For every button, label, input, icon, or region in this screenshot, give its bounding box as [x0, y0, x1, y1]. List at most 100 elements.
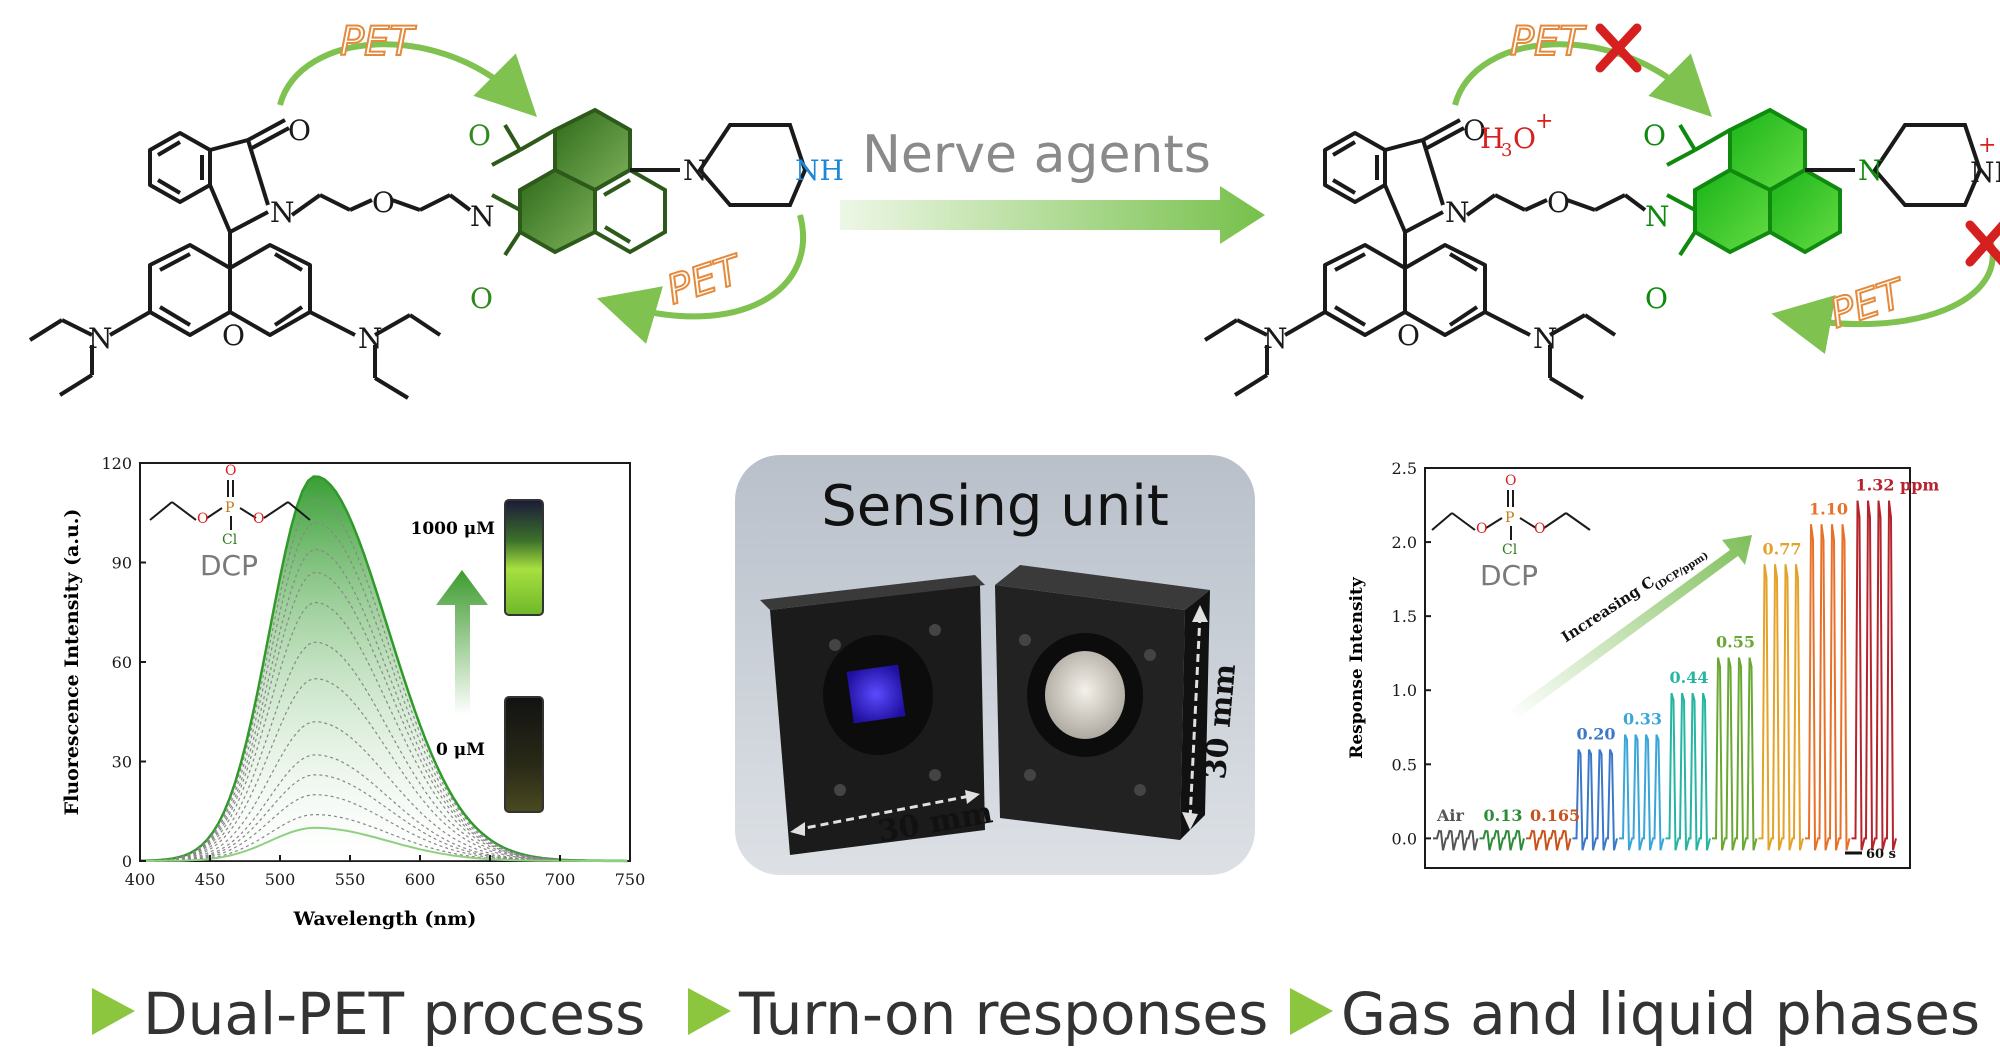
- highlight-label: Gas and liquid phases: [1341, 980, 1980, 1048]
- concentration-label: 0.44: [1670, 668, 1709, 687]
- emission-curve: [140, 678, 628, 862]
- atom-N: N: [1263, 322, 1288, 355]
- pet-label: PET: [1510, 19, 1587, 65]
- scale-bar-label: 60 s: [1866, 847, 1896, 862]
- dcp-O: O: [1505, 473, 1516, 489]
- response-chart: 0.00.51.01.52.02.5 Response Intensity O …: [1347, 459, 1939, 869]
- right-atom-labels: O H 3 O + N O N O O N NH 2 + N N O: [1263, 109, 2000, 355]
- y-tick-label: 120: [101, 454, 132, 473]
- response-trace: [1712, 657, 1758, 851]
- atom-N: N: [270, 196, 295, 229]
- hydronium-O: O: [1513, 122, 1536, 155]
- y-tick-label: 0.5: [1392, 755, 1417, 774]
- atom-NH: NH: [795, 154, 844, 187]
- atom-N: N: [1533, 322, 1558, 355]
- x-tick-label: 600: [405, 870, 436, 889]
- atom-NH2-plus: +: [1978, 133, 1996, 158]
- x-axis-label: Wavelength (nm): [293, 908, 477, 930]
- response-trace: [1805, 524, 1851, 851]
- pet-label: PET: [340, 19, 417, 65]
- atom-O: O: [1397, 319, 1420, 352]
- emission-curve: [139, 499, 628, 862]
- hydronium-sub: 3: [1501, 140, 1512, 161]
- concentration-label: 0.20: [1577, 724, 1616, 743]
- atom-O: O: [1643, 119, 1666, 152]
- pet-label: PET: [1825, 270, 1913, 338]
- y-axis-label: Response Intensity: [1347, 576, 1367, 759]
- atom-NH2: NH: [1970, 156, 2000, 189]
- atom-O: O: [1645, 282, 1668, 315]
- vial-bottom-label: 0 μM: [436, 740, 485, 760]
- emission-curves: [139, 475, 630, 863]
- dcp-Cl: Cl: [1502, 542, 1518, 558]
- hydronium-H: H: [1480, 122, 1504, 155]
- reaction-arrow: Nerve agents: [840, 125, 1265, 244]
- concentration-label: Air: [1436, 806, 1464, 825]
- y-tick-label: 30: [112, 753, 132, 772]
- y-tick-label: 2.0: [1392, 533, 1417, 552]
- concentration-label: 0.165: [1530, 806, 1580, 825]
- highlight-label: Dual-PET process: [143, 980, 645, 1048]
- increasing-arrow: [1510, 535, 1752, 718]
- highlight-label: Turn-on responses: [738, 980, 1268, 1048]
- dcp-structure: [149, 480, 311, 530]
- dcp-P: P: [225, 500, 234, 516]
- concentration-label: 0.77: [1763, 539, 1802, 558]
- highlight-item: Gas and liquid phases: [1290, 980, 1980, 1048]
- response-trace: [1851, 500, 1897, 851]
- dcp-O: O: [197, 511, 208, 527]
- pet-label: PET: [662, 246, 750, 314]
- increase-arrow: [436, 570, 488, 715]
- sensing-unit-title: Sensing unit: [821, 474, 1169, 539]
- y-axis-label: Fluorescence Intensity (a.u.): [61, 509, 83, 816]
- dcp-structure: [1431, 490, 1591, 540]
- y-tick-label: 90: [112, 554, 132, 573]
- concentration-label: 0.13: [1484, 806, 1523, 825]
- x-tick-label: 450: [195, 870, 226, 889]
- response-trace: [1479, 829, 1525, 851]
- response-trace: [1526, 829, 1572, 851]
- x-tick-label: 550: [335, 870, 366, 889]
- x-tick-label: 750: [615, 870, 646, 889]
- probe-molecule: [28, 118, 472, 400]
- clear-window: [1045, 651, 1125, 739]
- hydronium-plus: +: [1535, 109, 1553, 134]
- atom-O: O: [288, 114, 311, 147]
- product-molecule: O H 3 O + N O N O O N NH 2 + N N O PET: [1203, 18, 2000, 400]
- vial-0uM: [504, 696, 544, 813]
- triangle-bullet-icon: [688, 988, 731, 1035]
- y-tick-label: 2.5: [1392, 459, 1417, 478]
- concentration-label: 1.10: [1809, 499, 1848, 518]
- highlight-item: Turn-on responses: [688, 980, 1268, 1048]
- x-tick-label: 650: [475, 870, 506, 889]
- concentration-label: 0.33: [1623, 710, 1662, 729]
- pet-arrows-left: PET PET: [277, 18, 807, 344]
- atom-N: N: [1858, 154, 1883, 187]
- dcp-label: DCP: [200, 549, 258, 582]
- triangle-bullet-icon: [1290, 988, 1333, 1035]
- atom-O: O: [372, 186, 395, 219]
- naphthalimide-left: [491, 107, 808, 257]
- blocked-x-icon: [1595, 23, 1642, 73]
- dcp-O: O: [253, 511, 264, 527]
- atom-N: N: [88, 322, 113, 355]
- emission-curve-min: [140, 826, 628, 862]
- y-tick-label: 0: [122, 852, 132, 871]
- concentration-label: 0.55: [1716, 633, 1755, 652]
- response-trace: [1758, 564, 1804, 851]
- sensing-unit-photo: Sensing unit 30 mm 30 mm: [735, 455, 1255, 875]
- response-trace: [1572, 749, 1618, 851]
- area-fill: [140, 476, 630, 861]
- y-tick-label: 1.0: [1392, 681, 1417, 700]
- atom-O: O: [1463, 114, 1486, 147]
- response-trace: [1433, 829, 1479, 851]
- dcp-O: O: [1534, 521, 1545, 537]
- x-tick-label: 500: [265, 870, 296, 889]
- nerve-agents-label: Nerve agents: [862, 125, 1211, 185]
- highlights: Dual-PET process Turn-on responses Gas a…: [92, 980, 1980, 1048]
- axes: 0.00.51.01.52.02.5: [1392, 459, 1431, 848]
- vial-1000uM: [504, 499, 544, 616]
